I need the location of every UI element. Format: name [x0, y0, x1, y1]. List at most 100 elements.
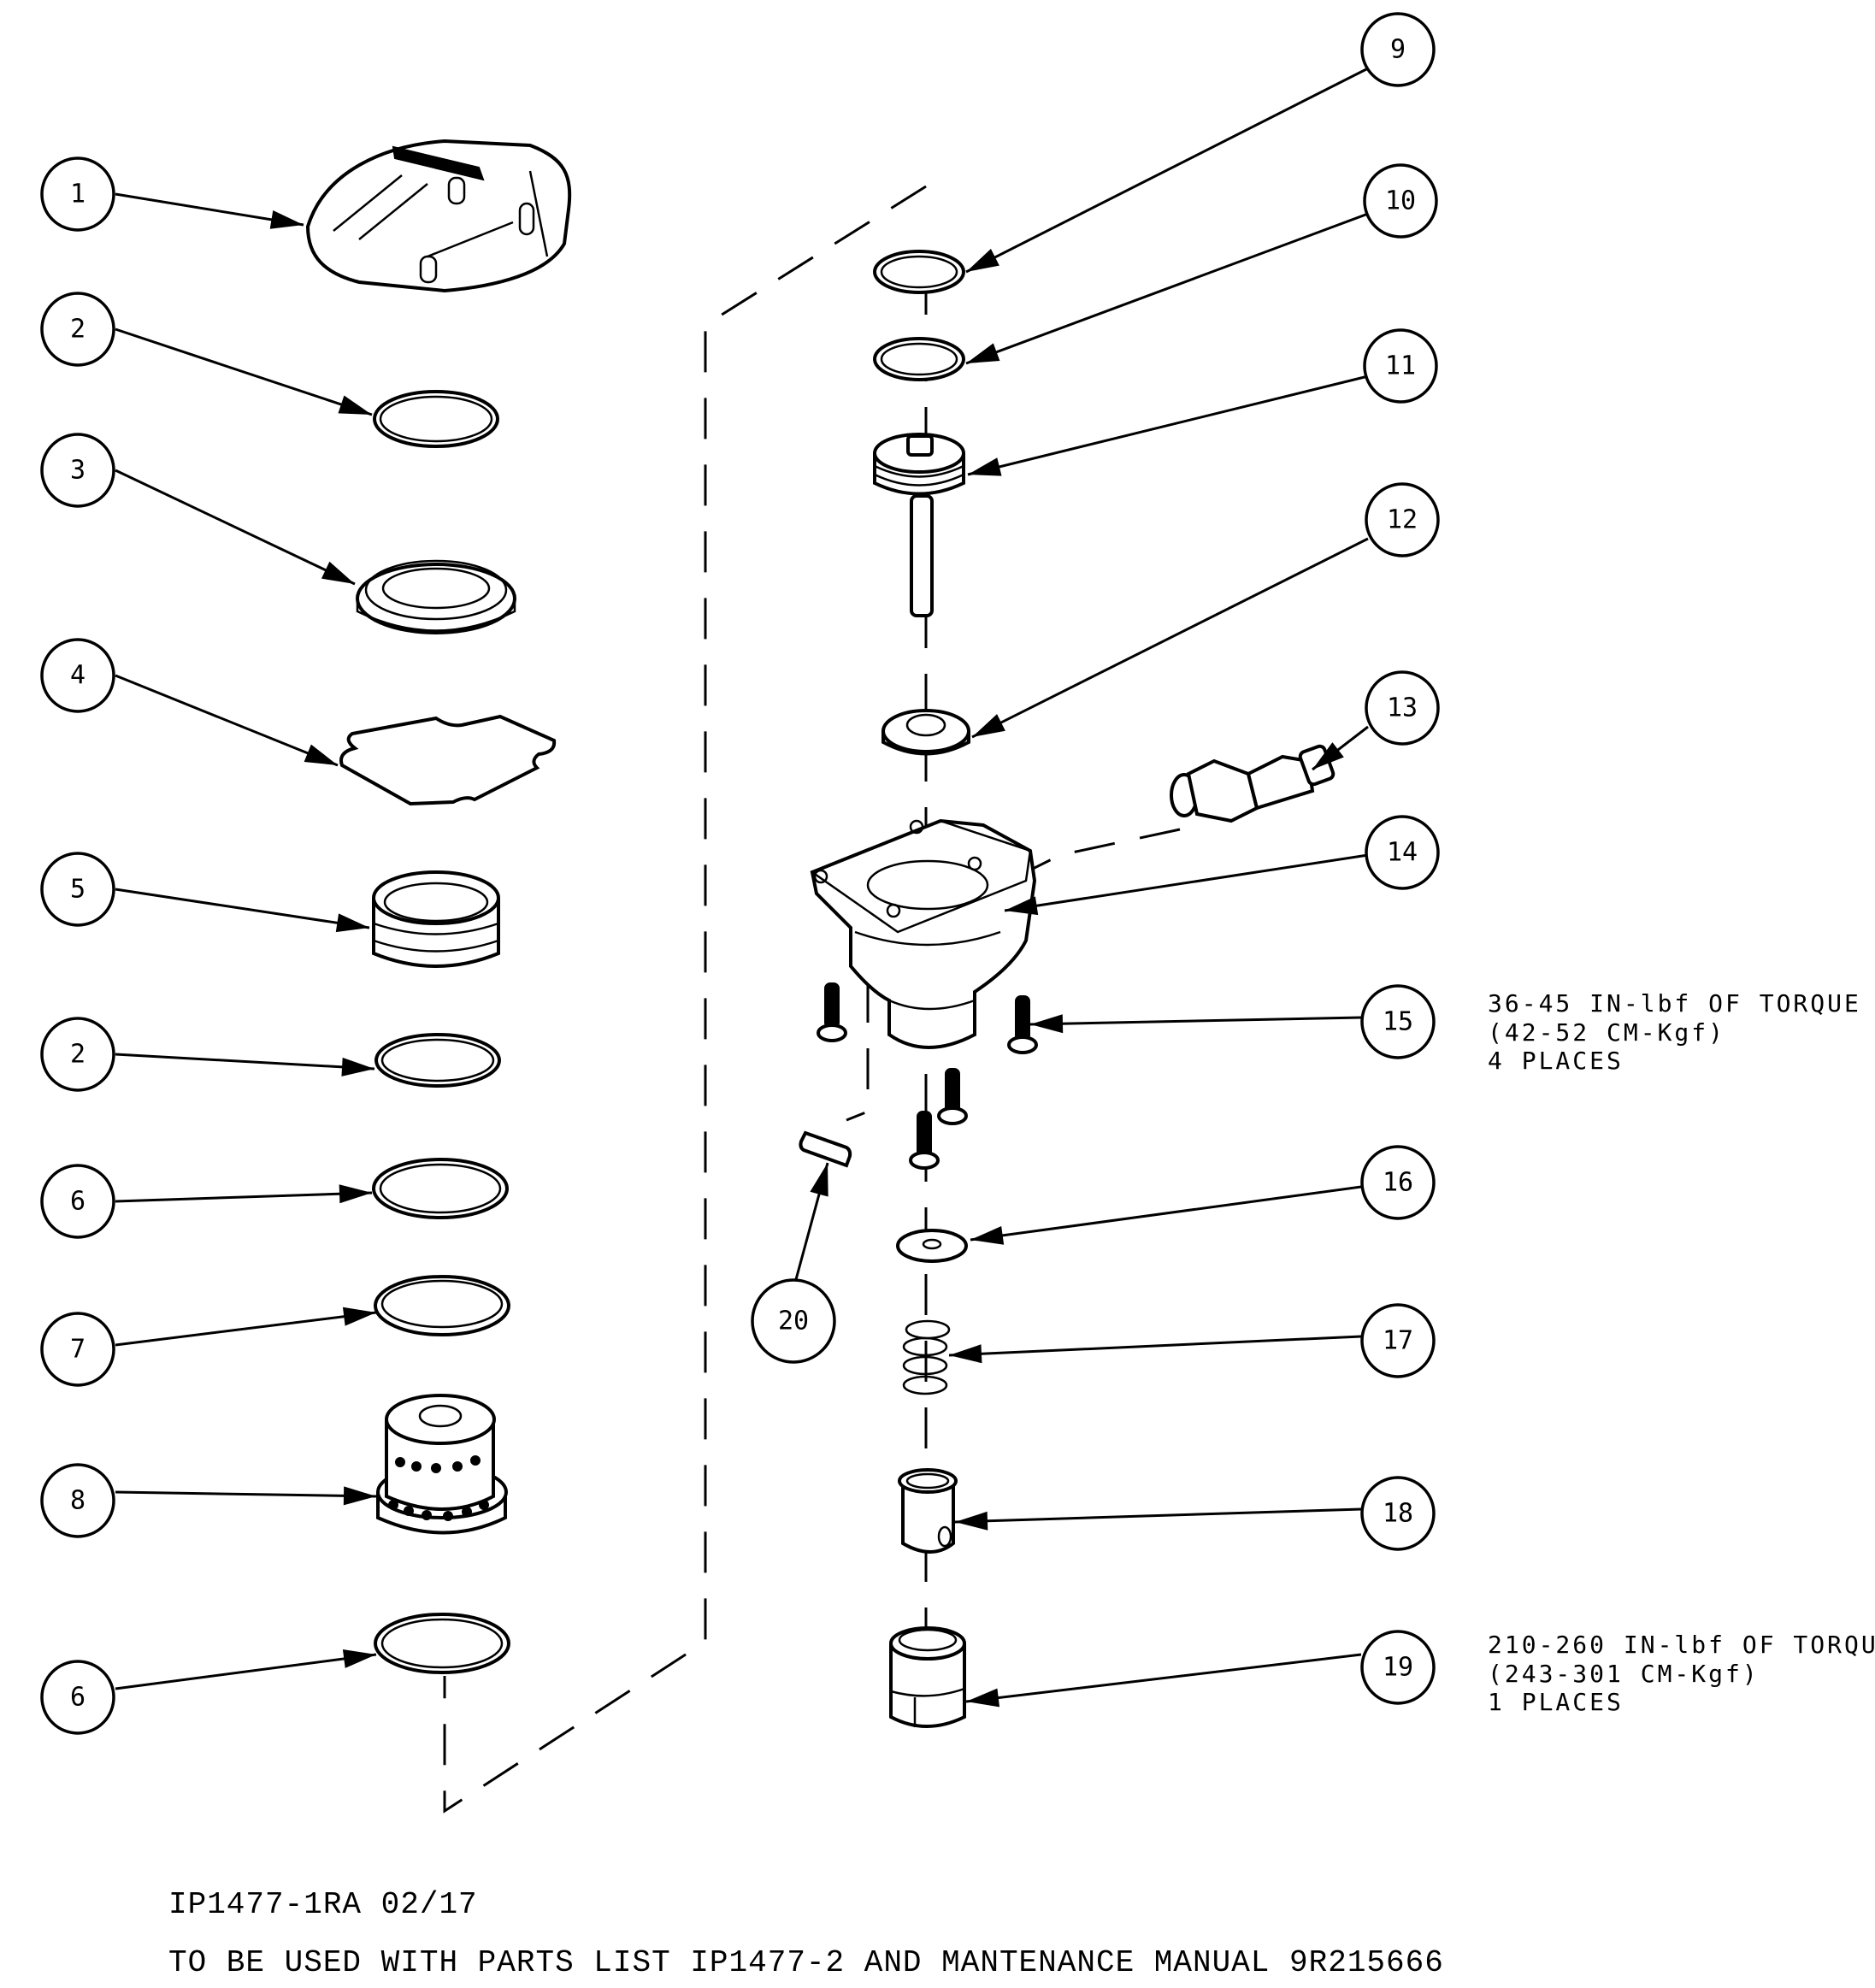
- callout-15: 15: [1360, 984, 1436, 1059]
- part-12-seat: [881, 709, 970, 756]
- callout-14-label: 14: [1387, 838, 1418, 868]
- callout-3: 3: [40, 433, 115, 508]
- callout-12: 12: [1365, 482, 1440, 557]
- leader-2b-arrowhead: [341, 1057, 374, 1077]
- part-16-washer: [896, 1229, 968, 1263]
- leader-6a: [115, 1191, 373, 1203]
- callout-18-label: 18: [1383, 1499, 1413, 1529]
- callout-10-label: 10: [1385, 186, 1416, 216]
- callout-8-label: 8: [70, 1486, 85, 1516]
- callout-4: 4: [40, 638, 115, 713]
- part-15-screws: [817, 982, 1038, 1170]
- leader-12-arrowhead: [972, 714, 1005, 737]
- part-20-label: [799, 1130, 852, 1168]
- callout-19-label: 19: [1383, 1653, 1413, 1683]
- callout-20: 20: [751, 1278, 836, 1364]
- callout-4-label: 4: [70, 661, 85, 691]
- callout-1: 1: [40, 156, 115, 232]
- leader-6a-arrowhead: [339, 1184, 372, 1204]
- screw-3: [937, 1068, 968, 1125]
- usage-note: TO BE USED WITH PARTS LIST IP1477-2 AND …: [168, 1945, 1444, 1980]
- part-4-gasket: [339, 714, 557, 806]
- screw-2: [1007, 995, 1038, 1054]
- leader-14: [1004, 853, 1369, 912]
- leader-17: [948, 1335, 1362, 1357]
- callout-2a-label: 2: [70, 315, 85, 345]
- leader-13-arrowhead: [1312, 742, 1344, 770]
- leader-3: [115, 469, 356, 586]
- part-14-housing: [810, 818, 1037, 1049]
- callout-5-label: 5: [70, 875, 85, 905]
- callout-13-label: 13: [1387, 693, 1418, 723]
- leader-15: [1029, 1016, 1362, 1026]
- part-6-o-ring-lower: [374, 1613, 510, 1674]
- callout-2b-label: 2: [70, 1040, 85, 1070]
- part-19-cap-nut: [889, 1626, 966, 1728]
- document-id: IP1477-1RA 02/17: [168, 1887, 478, 1922]
- leader-1-arrowhead: [269, 210, 304, 229]
- torque-15-line-2: (42-52 CM-Kgf): [1488, 1018, 1725, 1047]
- callout-16: 16: [1360, 1145, 1436, 1220]
- callout-2a: 2: [40, 292, 115, 367]
- leader-4-arrowhead: [304, 744, 338, 765]
- callout-1-label: 1: [70, 180, 85, 209]
- part-1-cover: [305, 139, 572, 293]
- part-2-o-ring-lower: [374, 1033, 501, 1088]
- leader-6b: [115, 1653, 377, 1690]
- callout-11-label: 11: [1385, 351, 1416, 381]
- callout-9-label: 9: [1390, 35, 1406, 65]
- torque-19-line-1: 210-260 IN-lbf OF TORQUE: [1488, 1631, 1875, 1659]
- callout-20-label: 20: [778, 1307, 809, 1336]
- leader-2a-arrowhead: [338, 395, 372, 415]
- leader-11-arrowhead: [968, 457, 1002, 476]
- callout-6b: 6: [40, 1660, 115, 1735]
- callout-8: 8: [40, 1463, 115, 1538]
- callout-5: 5: [40, 852, 115, 927]
- callout-14: 14: [1365, 815, 1440, 890]
- torque-15-line-1: 36-45 IN-lbf OF TORQUE: [1488, 989, 1861, 1018]
- leader-16-arrowhead: [970, 1225, 1005, 1245]
- callout-10: 10: [1363, 163, 1438, 239]
- arrowheads: [269, 210, 1344, 1708]
- callout-3-label: 3: [70, 456, 85, 486]
- torque-15-line-3: 4 PLACES: [1488, 1047, 1624, 1075]
- torque-19-line-3: 1 PLACES: [1488, 1688, 1624, 1716]
- callout-17: 17: [1360, 1303, 1436, 1378]
- torque-19-line-2: (243-301 CM-Kgf): [1488, 1660, 1760, 1688]
- leader-lines: [115, 67, 1369, 1703]
- callout-17-label: 17: [1383, 1326, 1413, 1356]
- screw-4: [909, 1111, 940, 1170]
- callout-16-label: 16: [1383, 1168, 1413, 1198]
- part-3-seal-ring: [356, 559, 516, 634]
- leader-19: [965, 1653, 1362, 1703]
- leader-10-arrowhead: [966, 343, 1000, 363]
- part-7-o-ring: [374, 1275, 510, 1336]
- leader-5: [115, 888, 370, 929]
- callout-6b-label: 6: [70, 1683, 85, 1713]
- screw-1: [817, 982, 847, 1042]
- leader-10: [965, 212, 1369, 365]
- leader-8-arrowhead: [343, 1486, 376, 1506]
- leader-18-arrowhead: [955, 1511, 988, 1531]
- callout-6a: 6: [40, 1164, 115, 1239]
- torque-note-item-15: 36-45 IN-lbf OF TORQUE (42-52 CM-Kgf) 4 …: [1488, 989, 1861, 1075]
- callout-13: 13: [1365, 670, 1440, 746]
- footer: IP1477-1RA 02/17 TO BE USED WITH PARTS L…: [168, 1887, 1444, 1980]
- leader-7-arrowhead: [342, 1307, 376, 1326]
- leader-17-arrowhead: [949, 1344, 982, 1364]
- leader-9-arrowhead: [966, 249, 999, 272]
- leader-14-arrowhead: [1005, 896, 1039, 916]
- callout-12-label: 12: [1387, 505, 1418, 535]
- callout-7: 7: [40, 1312, 115, 1387]
- leader-12: [971, 537, 1369, 739]
- leader-3-arrowhead: [321, 561, 355, 584]
- callout-15-label: 15: [1383, 1007, 1413, 1037]
- part-11-valve-stem: [873, 433, 965, 617]
- leader-15-arrowhead: [1030, 1014, 1064, 1034]
- part-8-muffler: [376, 1394, 508, 1535]
- leader-11: [967, 375, 1369, 476]
- leader-16: [970, 1185, 1362, 1242]
- part-6-o-ring-upper: [372, 1158, 509, 1219]
- callout-6a-label: 6: [70, 1187, 85, 1217]
